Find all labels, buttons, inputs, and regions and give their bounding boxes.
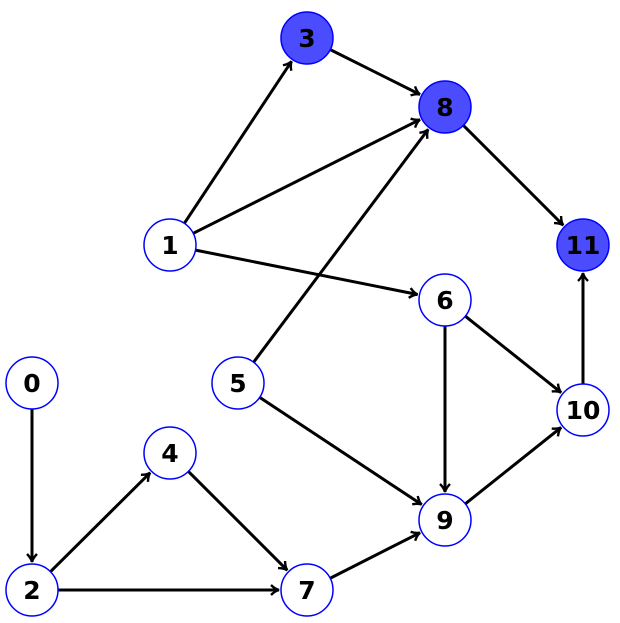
node-9: 9	[418, 493, 472, 547]
node-circle	[418, 493, 472, 547]
node-circle	[280, 563, 334, 617]
node-7: 7	[280, 563, 334, 617]
edge-7-to-9	[329, 530, 421, 580]
edge-5-to-8	[252, 128, 430, 364]
edge-1-to-8	[192, 117, 421, 235]
node-circle	[418, 273, 472, 327]
node-circle	[5, 356, 59, 410]
node-label: 5	[229, 369, 246, 398]
node-label: 3	[298, 24, 315, 53]
node-11: 11	[556, 218, 610, 272]
node-10: 10	[556, 383, 610, 437]
edge-6-to-10	[464, 315, 563, 394]
node-circle	[143, 218, 197, 272]
node-label: 0	[23, 369, 40, 398]
node-label: 4	[161, 439, 178, 468]
node-label: 9	[436, 506, 453, 535]
node-6: 6	[418, 273, 472, 327]
node-circle	[418, 80, 472, 134]
node-label: 11	[566, 231, 601, 260]
edge-9-to-10	[464, 426, 563, 505]
node-label: 10	[566, 396, 601, 425]
edge-5-to-9	[258, 396, 423, 506]
edge-1-to-3	[183, 60, 293, 225]
node-2: 2	[5, 563, 59, 617]
edge-8-to-11	[462, 124, 565, 227]
node-circle	[556, 218, 610, 272]
node-0: 0	[5, 356, 59, 410]
edge-2-to-4	[49, 471, 152, 573]
node-circle	[5, 563, 59, 617]
node-label: 8	[436, 93, 453, 122]
edge-1-to-6	[195, 248, 419, 299]
node-label: 6	[436, 286, 453, 315]
node-4: 4	[143, 426, 197, 480]
node-circle	[280, 11, 334, 65]
node-label: 2	[23, 576, 40, 605]
node-3: 3	[280, 11, 334, 65]
node-1: 1	[143, 218, 197, 272]
node-circle	[143, 426, 197, 480]
node-circle	[556, 383, 610, 437]
edge-4-to-7	[187, 470, 289, 572]
node-circle	[211, 356, 265, 410]
edge-3-to-8	[329, 48, 421, 97]
node-5: 5	[211, 356, 265, 410]
node-label: 1	[161, 231, 178, 260]
node-8: 8	[418, 80, 472, 134]
node-label: 7	[298, 576, 315, 605]
